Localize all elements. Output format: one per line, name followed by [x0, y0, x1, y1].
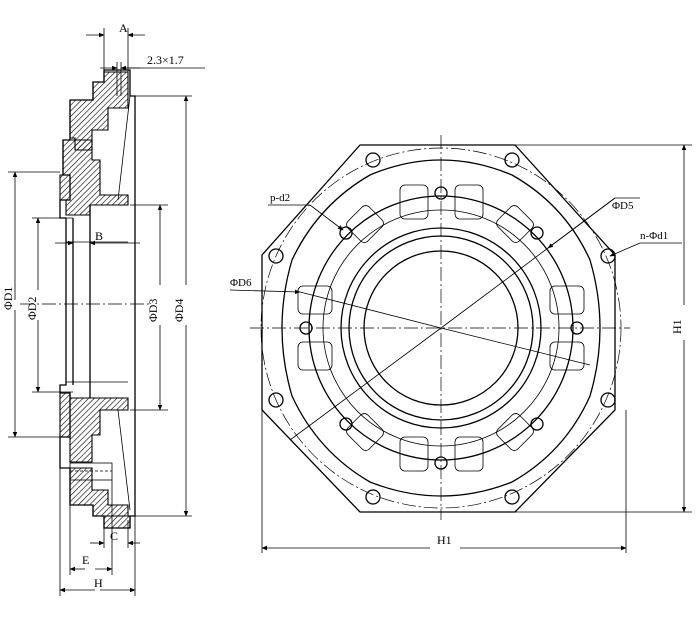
dim-H1-horizontal-label: H1 — [437, 533, 452, 547]
chamfer-label: 2.3×1.7 — [147, 53, 184, 67]
dim-C-label: C — [110, 529, 118, 543]
dim-H1-vertical-label: H1 — [670, 319, 684, 334]
dim-H-label: H — [94, 576, 103, 590]
hatch-top-flange — [69, 71, 129, 151]
dim-D6-label: ΦD6 — [230, 277, 252, 289]
dim-D4-label: ΦD4 — [172, 299, 186, 322]
hatch-lower-body — [59, 392, 129, 463]
hatch-bottom-flange — [69, 467, 131, 529]
dim-pd2-label: p-d2 — [270, 192, 290, 204]
dim-nd1-label: n-Φd1 — [640, 230, 668, 242]
front-view: ΦD6 ΦD5 n-Φd1 p-d2 H1 H1 — [229, 135, 692, 553]
dim-D3-label: ΦD3 — [146, 299, 160, 322]
dim-B-label: B — [95, 229, 103, 243]
dim-D5-label: ΦD5 — [612, 200, 634, 212]
body-outline — [281, 159, 601, 497]
bolt-hole — [69, 462, 113, 481]
hatch-upper-body — [59, 139, 129, 216]
section-view: A 2.3×1.7 ΦD1 ΦD2 B ΦD3 Φ — [1, 21, 205, 596]
bolt-holes-outer — [268, 152, 616, 505]
pockets — [297, 184, 585, 472]
dim-D2-label: ΦD2 — [25, 297, 39, 320]
dim-A-label: A — [119, 21, 128, 35]
dim-E-label: E — [82, 553, 89, 567]
dim-D1-label: ΦD1 — [1, 287, 15, 310]
